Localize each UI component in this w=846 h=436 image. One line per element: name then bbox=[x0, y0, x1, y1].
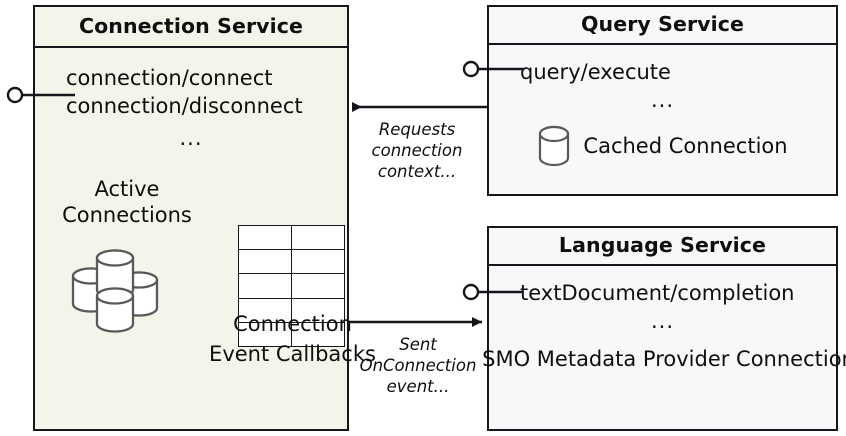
edge-label-requests-connection-context: Requests connection context... bbox=[371, 120, 463, 181]
table-cell bbox=[238, 297, 292, 323]
table-cell bbox=[291, 321, 345, 348]
query-service-body: query/execute ... Cached Connection bbox=[489, 45, 836, 194]
api-connection-connect: connection/connect bbox=[66, 66, 273, 90]
table-row bbox=[238, 224, 345, 251]
database-cluster-icon bbox=[71, 249, 159, 333]
language-service-title: Language Service bbox=[489, 228, 836, 266]
connection-service-ellipsis: ... bbox=[179, 126, 203, 150]
api-textdocument-completion: textDocument/completion bbox=[520, 281, 795, 305]
language-service-body: textDocument/completion ... SMO Metadata… bbox=[482, 266, 846, 429]
database-cylinder-icon bbox=[539, 125, 570, 167]
api-connection-disconnect: connection/disconnect bbox=[66, 94, 303, 118]
table-cell bbox=[238, 321, 292, 348]
connection-event-callbacks-label: Connection Event Callbacks bbox=[209, 312, 376, 366]
query-service-ellipsis: ... bbox=[650, 88, 675, 112]
connection-service-body: connection/connect connection/disconnect… bbox=[35, 48, 376, 429]
active-connections-label: Active Connections bbox=[62, 177, 192, 227]
table-row bbox=[238, 297, 345, 323]
smo-metadata-row: SMO Metadata Provider Connection bbox=[482, 336, 846, 382]
table-cell bbox=[238, 224, 292, 251]
query-service-title: Query Service bbox=[489, 7, 836, 45]
table-cell bbox=[238, 249, 292, 275]
cached-connection-label: Cached Connection bbox=[583, 134, 788, 158]
table-row bbox=[238, 273, 345, 299]
edge-label-sent-onconnection-event: Sent OnConnection event... bbox=[359, 335, 477, 396]
table-cell bbox=[238, 273, 292, 299]
cached-connection-row: Cached Connection bbox=[489, 123, 836, 169]
component-language-service[interactable]: Language Service textDocument/completion… bbox=[482, 226, 846, 431]
table-cell bbox=[291, 273, 345, 299]
language-service-ellipsis: ... bbox=[650, 309, 675, 333]
component-connection-service[interactable]: Connection Service connection/connect co… bbox=[33, 5, 376, 431]
table-cell bbox=[291, 249, 345, 275]
table-row bbox=[238, 321, 345, 348]
api-query-execute: query/execute bbox=[520, 60, 671, 84]
table-cell bbox=[291, 224, 345, 251]
component-query-service[interactable]: Query Service query/execute ... Cached C… bbox=[487, 5, 838, 196]
smo-metadata-provider-label: SMO Metadata Provider Connection bbox=[482, 346, 846, 371]
connection-service-title: Connection Service bbox=[35, 7, 347, 48]
table-row bbox=[238, 249, 345, 275]
connection-event-callbacks-table bbox=[238, 224, 345, 348]
